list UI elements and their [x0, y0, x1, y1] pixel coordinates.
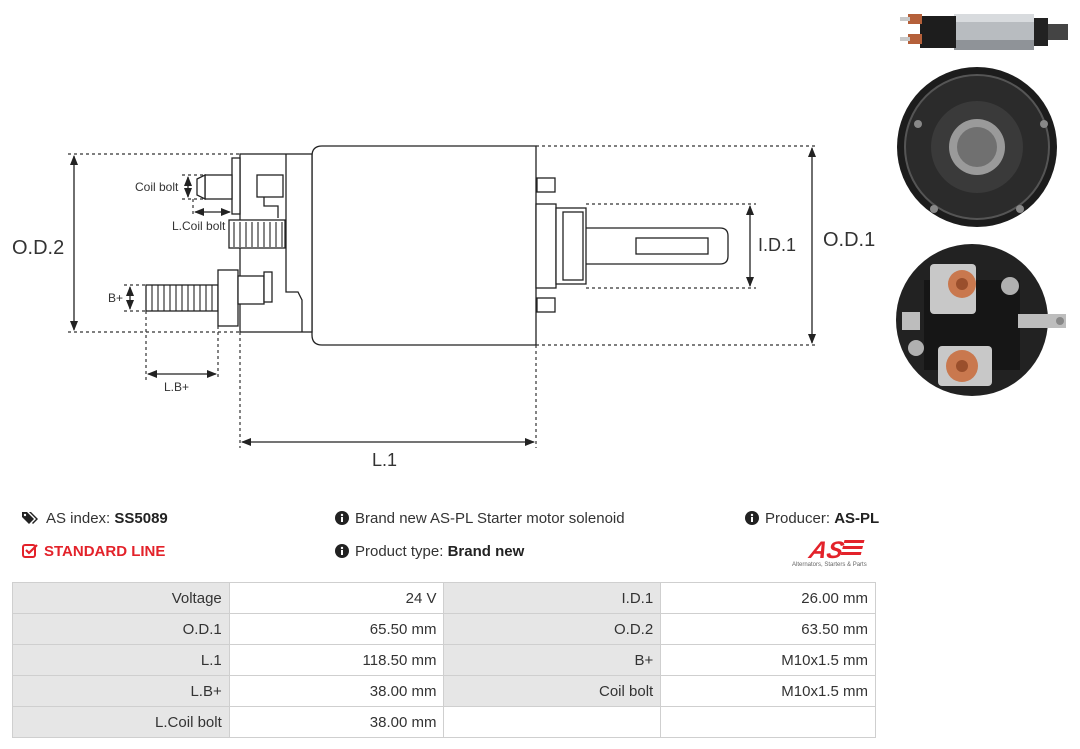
- table-row: Voltage 24 V I.D.1 26.00 mm: [12, 582, 876, 614]
- info-icon: [335, 544, 349, 558]
- as-index-label: AS index:: [46, 510, 111, 527]
- producer: Producer: AS-PL: [745, 510, 879, 527]
- specifications-table: Voltage 24 V I.D.1 26.00 mm O.D.1 65.50 …: [12, 582, 876, 738]
- spec-label: Coil bolt: [443, 675, 662, 707]
- spec-value: M10x1.5 mm: [660, 644, 876, 676]
- l1-label: L.1: [372, 450, 397, 470]
- table-row: O.D.1 65.50 mm O.D.2 63.50 mm: [12, 613, 876, 645]
- product-type-value: Brand new: [447, 543, 525, 560]
- description-text: Brand new AS-PL Starter motor solenoid: [355, 510, 625, 527]
- product-type-label: Product type:: [355, 543, 444, 560]
- product-photo-rear: [897, 67, 1057, 227]
- product-type: Product type: Brand new: [335, 543, 524, 560]
- spec-value: 38.00 mm: [228, 675, 445, 707]
- spec-value: 26.00 mm: [660, 582, 876, 614]
- standard-line: STANDARD LINE: [22, 543, 165, 560]
- spec-label: L.B+: [12, 675, 230, 707]
- spec-label: L.Coil bolt: [12, 706, 230, 738]
- spec-empty-value: [660, 706, 876, 738]
- standard-line-label: STANDARD LINE: [44, 543, 166, 560]
- checked-box-icon: [22, 544, 38, 558]
- solenoid-body: [311, 145, 537, 346]
- info-icon: [745, 511, 759, 525]
- product-photo-terminals: [896, 244, 1066, 396]
- spec-label: O.D.1: [12, 613, 230, 645]
- product-photo-side: [900, 14, 1068, 50]
- od1-label: O.D.1: [823, 229, 875, 251]
- table-row: L.1 118.50 mm B+ M10x1.5 mm: [12, 644, 876, 676]
- spec-label: L.1: [12, 644, 230, 676]
- id1-label: I.D.1: [758, 235, 796, 255]
- logo-tagline: Alternators, Starters & Parts: [792, 562, 867, 568]
- as-index: AS index: SS5089: [22, 510, 168, 527]
- logo-text: AS: [806, 537, 847, 564]
- spec-label: Voltage: [12, 582, 230, 614]
- spec-empty-label: [443, 706, 662, 738]
- od2-label: O.D.2: [12, 237, 64, 259]
- table-row: L.Coil bolt 38.00 mm: [12, 706, 876, 738]
- info-icon: [335, 511, 349, 525]
- plunger: [586, 227, 729, 265]
- solenoid-dimension-diagram: O.D.2 O.D.1 I.D.1 L.1 Coil bolt L.Coil b…: [12, 145, 875, 470]
- spec-value: 118.50 mm: [228, 644, 445, 676]
- l-coil-bolt-label: L.Coil bolt: [172, 219, 226, 233]
- producer-label: Producer:: [765, 510, 831, 527]
- description: Brand new AS-PL Starter motor solenoid: [335, 510, 625, 527]
- table-row: L.B+ 38.00 mm Coil bolt M10x1.5 mm: [12, 675, 876, 707]
- tags-icon: [22, 512, 38, 524]
- coil-bolt-label: Coil bolt: [135, 180, 179, 194]
- spec-value: 38.00 mm: [228, 706, 445, 738]
- spec-label: O.D.2: [443, 613, 662, 645]
- spec-value: 24 V: [228, 582, 445, 614]
- as-index-value: SS5089: [114, 510, 168, 527]
- spec-value: 65.50 mm: [228, 613, 445, 645]
- bplus-label: B+: [108, 291, 123, 305]
- spec-label: B+: [443, 644, 662, 676]
- spec-value: 63.50 mm: [660, 613, 876, 645]
- as-pl-logo: AS: [806, 537, 865, 564]
- spec-label: I.D.1: [443, 582, 662, 614]
- lbplus-label: L.B+: [164, 380, 189, 394]
- spec-value: M10x1.5 mm: [660, 675, 876, 707]
- producer-value: AS-PL: [834, 510, 880, 527]
